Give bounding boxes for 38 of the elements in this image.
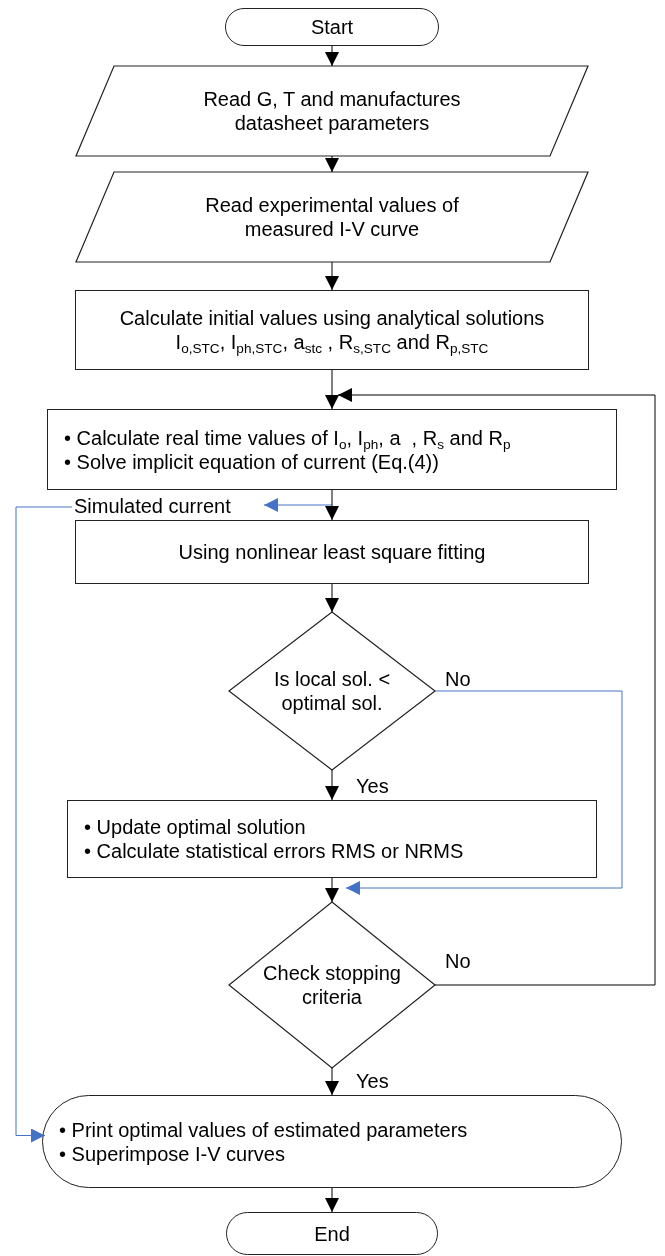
arrow xyxy=(325,1067,339,1096)
arrow xyxy=(325,583,339,613)
arrow xyxy=(325,261,339,291)
node-text: End xyxy=(314,1221,350,1246)
node-text: Check stopping criteria xyxy=(262,961,402,1009)
arrow xyxy=(325,877,339,903)
node-text: Is local sol. < optimal sol. xyxy=(272,667,392,715)
arrow xyxy=(325,769,339,801)
bullet-item: • Calculate statistical errors RMS or NRMS xyxy=(83,839,464,863)
arrow xyxy=(325,45,339,67)
bullet-item: • Superimpose I-V curves xyxy=(58,1141,285,1166)
arrow xyxy=(325,489,339,521)
bullet-item: • Update optimal solution xyxy=(83,815,306,839)
arrow xyxy=(325,155,339,173)
start-terminal xyxy=(225,8,439,46)
arrow xyxy=(337,388,656,986)
decision-diamond xyxy=(229,612,435,770)
node-text: Read experimental values of measured I-V curve xyxy=(204,193,460,241)
node-text: Calculate initial values using analytical solutions I$_{o,STC}$, I$_{ph,STC}$, a$_{stc}$ , R$_{s,STC}$ and R$_{p,STC}$ xyxy=(118,306,546,354)
arrow xyxy=(345,690,623,895)
end-terminal xyxy=(226,1212,438,1255)
node-text: Using nonlinear least square fitting xyxy=(177,540,487,564)
node-text: Start xyxy=(310,15,354,39)
process-box xyxy=(75,520,589,584)
arrow xyxy=(325,369,339,410)
input-parallelogram xyxy=(76,66,588,156)
node-text: Read G, T and manufactures datasheet parameters xyxy=(202,87,462,135)
output-label: Simulated current xyxy=(74,494,264,518)
input-parallelogram xyxy=(76,172,588,262)
arrow xyxy=(15,506,73,1143)
decision-diamond xyxy=(229,902,435,1068)
bullet-item: • Print optimal values of estimated parameters xyxy=(58,1117,468,1142)
arrow xyxy=(325,1187,339,1213)
process-box xyxy=(75,290,589,370)
process-box xyxy=(47,409,617,490)
process-box xyxy=(67,800,597,878)
bullet-item: • Calculate real time values of I$_{o}$, I$_{ph}$, a , R$_{s}$ and R$_{p}$ xyxy=(63,425,511,450)
arrow xyxy=(263,498,333,512)
